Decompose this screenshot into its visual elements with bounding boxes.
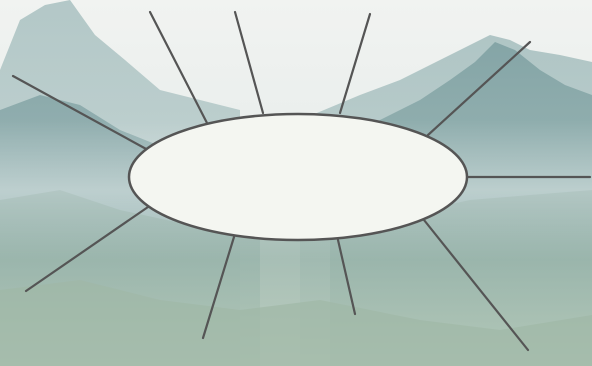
branch-line-3 xyxy=(340,14,370,113)
branch-line-4 xyxy=(428,42,530,135)
branch-line-8 xyxy=(203,237,234,338)
branch-line-5 xyxy=(13,76,148,150)
branch-line-7 xyxy=(26,207,148,291)
branch-line-1 xyxy=(150,12,207,123)
branch-line-10 xyxy=(424,220,528,350)
center-node[interactable] xyxy=(129,114,467,240)
branch-line-9 xyxy=(338,240,355,314)
branch-line-2 xyxy=(235,12,263,113)
